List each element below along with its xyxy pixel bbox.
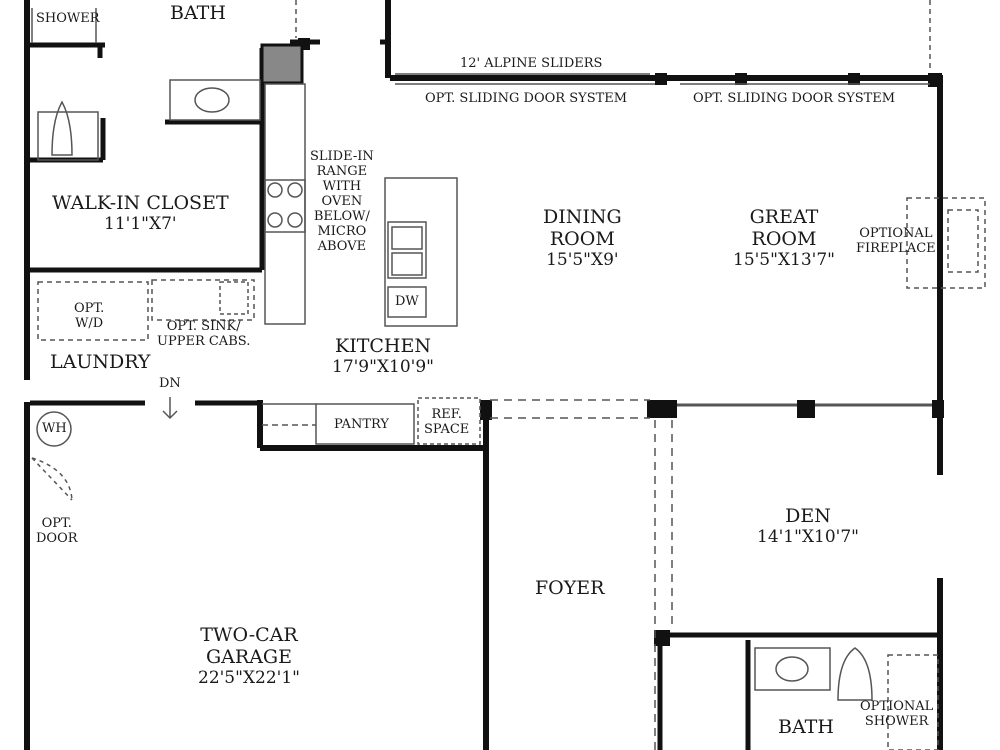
great-room-size: 15'5"X13'7": [733, 249, 835, 270]
opt-wd-label: OPT. W/D: [74, 301, 105, 332]
fireplace-label: OPTIONAL FIREPLACE: [856, 226, 936, 257]
opt-sink-line-1: OPT. SINK/: [166, 319, 241, 334]
bath-top-label: BATH: [170, 2, 226, 24]
columns: [298, 38, 944, 646]
range-line-7: ABOVE: [317, 238, 367, 254]
pantry-label: PANTRY: [334, 417, 389, 432]
garage-size: 22'5"X22'1": [198, 667, 300, 688]
opt-door-label: OPT. DOOR: [36, 516, 78, 547]
opt-shower-line-1: OPTIONAL: [860, 699, 934, 714]
range-label: SLIDE-IN RANGE WITH OVEN BELOW/ MICRO AB…: [310, 149, 374, 255]
opt-shower-line-2: SHOWER: [864, 713, 929, 729]
range-line-5: BELOW/: [313, 208, 370, 224]
garage-name-1: TWO-CAR: [200, 624, 298, 646]
dining-room-label: DINING ROOM 15'5"X9': [543, 206, 622, 270]
opt-wd-line-1: OPT.: [74, 301, 105, 316]
dishwasher-label: DW: [395, 294, 419, 309]
water-heater-label: WH: [42, 421, 67, 436]
alpine-sliders-label: 12' ALPINE SLIDERS: [460, 56, 603, 71]
stairs-down-label: DN: [159, 376, 181, 391]
opt-shower-label: OPTIONAL SHOWER: [860, 699, 934, 730]
dining-room-size: 15'5"X9': [546, 249, 619, 270]
range-line-1: SLIDE-IN: [310, 149, 374, 164]
dining-room-name-1: DINING: [543, 206, 622, 228]
garage-label: TWO-CAR GARAGE 22'5"X22'1": [198, 624, 300, 688]
range-line-4: OVEN: [321, 193, 363, 209]
opt-door-line-1: OPT.: [41, 516, 72, 531]
opt-wd-line-2: W/D: [75, 315, 104, 331]
range-line-3: WITH: [322, 178, 362, 194]
bath-bottom-label: BATH: [778, 716, 834, 738]
kitchen-size: 17'9"X10'9": [332, 356, 434, 377]
ref-space-line-2: SPACE: [424, 421, 470, 437]
kitchen-label: KITCHEN 17'9"X10'9": [332, 335, 434, 377]
shower-top-label: SHOWER: [36, 11, 100, 26]
fireplace-line-1: OPTIONAL: [859, 226, 933, 241]
great-room-name-2: ROOM: [751, 227, 817, 250]
walk-in-closet-label: WALK-IN CLOSET 11'1"X7': [52, 192, 229, 234]
opt-sink-line-2: UPPER CABS.: [157, 333, 251, 349]
ref-space-line-1: REF.: [431, 407, 462, 422]
garage-name-2: GARAGE: [206, 645, 292, 668]
ref-space-label: REF. SPACE: [424, 407, 470, 438]
laundry-label: LAUNDRY: [50, 351, 151, 373]
range-line-2: RANGE: [316, 163, 368, 179]
fixtures: [31, 0, 986, 750]
den-name: DEN: [785, 505, 831, 527]
dining-room-name-2: ROOM: [549, 227, 615, 250]
opt-door-line-2: DOOR: [36, 530, 78, 546]
den-size: 14'1"X10'7": [757, 526, 859, 547]
sliding-door-label-2: OPT. SLIDING DOOR SYSTEM: [693, 91, 896, 106]
sliding-door-label-1: OPT. SLIDING DOOR SYSTEM: [425, 91, 628, 106]
foyer-label: FOYER: [535, 577, 605, 599]
range-line-6: MICRO: [317, 223, 367, 239]
kitchen-name: KITCHEN: [335, 335, 431, 357]
great-room-label: GREAT ROOM 15'5"X13'7": [733, 206, 835, 270]
fireplace-line-2: FIREPLACE: [856, 240, 936, 256]
opt-sink-label: OPT. SINK/ UPPER CABS.: [157, 319, 251, 350]
walk-in-closet-size: 11'1"X7': [104, 213, 177, 234]
great-room-name-1: GREAT: [749, 206, 819, 228]
den-label: DEN 14'1"X10'7": [757, 505, 859, 547]
walk-in-closet-name: WALK-IN CLOSET: [52, 192, 229, 214]
